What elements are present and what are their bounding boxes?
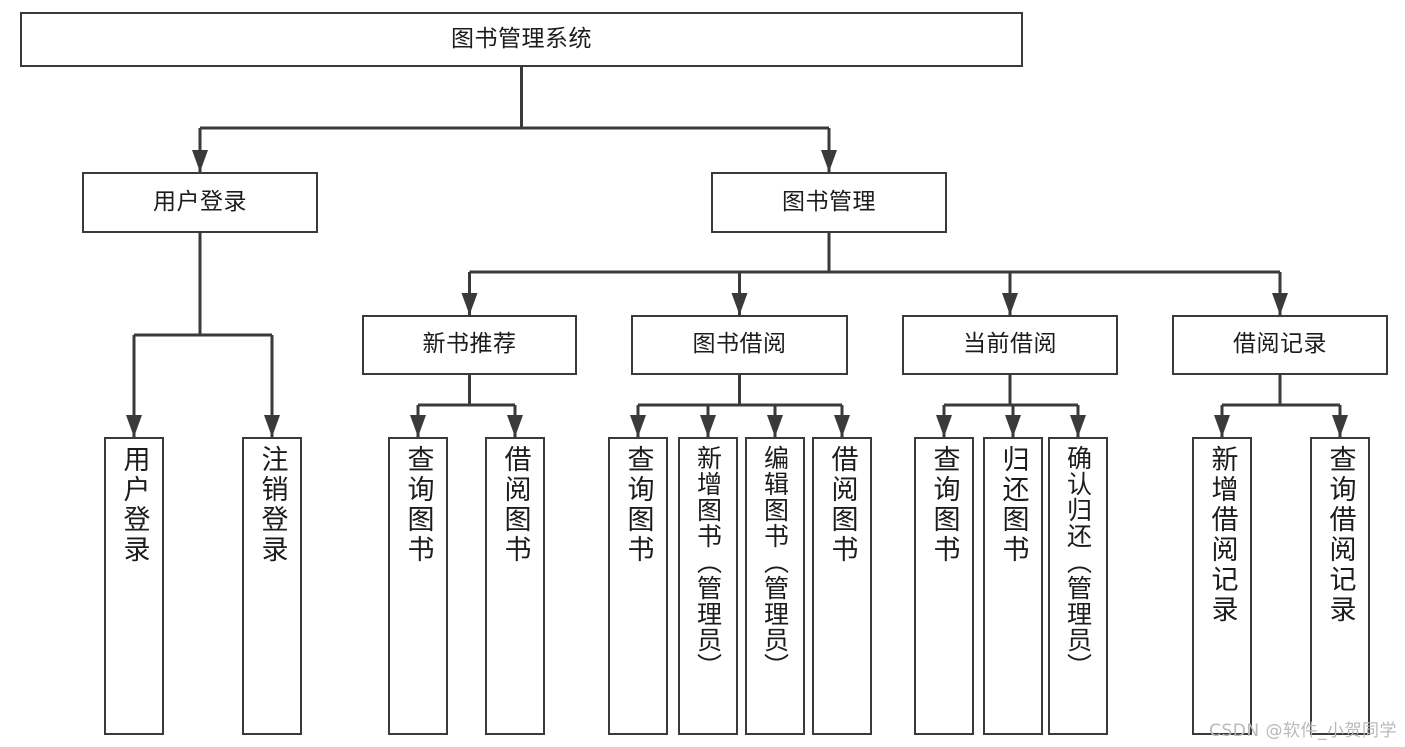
node-current-borrow: 当前借阅 xyxy=(902,315,1118,375)
node-label: 编辑图书（管理员） xyxy=(760,445,790,679)
node-book-borrow: 图书借阅 xyxy=(631,315,848,375)
node-label: 归还图书 xyxy=(997,445,1029,565)
node-label: 新增借阅记录 xyxy=(1206,445,1238,625)
node-label: 新书推荐 xyxy=(422,331,517,358)
node-label: 借阅记录 xyxy=(1233,331,1327,358)
node-label: 图书管理系统 xyxy=(451,25,592,52)
node-leaf-edit-book: 编辑图书（管理员） xyxy=(745,437,805,735)
node-leaf-query-book-3: 查询图书 xyxy=(914,437,974,735)
node-label: 新增图书（管理员） xyxy=(693,445,723,679)
node-label: 借阅图书 xyxy=(826,445,858,565)
node-label: 图书管理 xyxy=(782,188,876,215)
node-label: 用户登录 xyxy=(153,188,247,215)
node-label: 查询图书 xyxy=(622,445,654,565)
node-label: 查询图书 xyxy=(928,445,960,565)
node-label: 查询图书 xyxy=(402,445,434,565)
node-label: 查询借阅记录 xyxy=(1324,445,1356,625)
node-root: 图书管理系统 xyxy=(20,12,1023,67)
node-book-manage: 图书管理 xyxy=(711,172,947,233)
node-borrow-record: 借阅记录 xyxy=(1172,315,1388,375)
node-label: 当前借阅 xyxy=(963,331,1057,358)
node-leaf-borrow-book-2: 借阅图书 xyxy=(812,437,872,735)
node-label: 确认归还（管理员） xyxy=(1063,445,1093,679)
csdn-watermark: CSDN @软件_小贺同学 xyxy=(1209,721,1397,741)
node-label: 图书借阅 xyxy=(692,331,787,358)
node-leaf-logout: 注销登录 xyxy=(242,437,302,735)
node-leaf-add-book: 新增图书（管理员） xyxy=(678,437,738,735)
node-leaf-confirm-return: 确认归还（管理员） xyxy=(1048,437,1108,735)
node-new-book-rec: 新书推荐 xyxy=(362,315,577,375)
node-label: 借阅图书 xyxy=(499,445,531,565)
node-leaf-return-book: 归还图书 xyxy=(983,437,1043,735)
node-label: 用户登录 xyxy=(118,445,150,565)
node-leaf-query-record: 查询借阅记录 xyxy=(1310,437,1370,735)
node-leaf-query-book-2: 查询图书 xyxy=(608,437,668,735)
node-leaf-borrow-book-1: 借阅图书 xyxy=(485,437,545,735)
node-user-login: 用户登录 xyxy=(82,172,318,233)
node-label: 注销登录 xyxy=(256,445,288,565)
node-leaf-user-login: 用户登录 xyxy=(104,437,164,735)
node-leaf-add-record: 新增借阅记录 xyxy=(1192,437,1252,735)
node-leaf-query-book-1: 查询图书 xyxy=(388,437,448,735)
